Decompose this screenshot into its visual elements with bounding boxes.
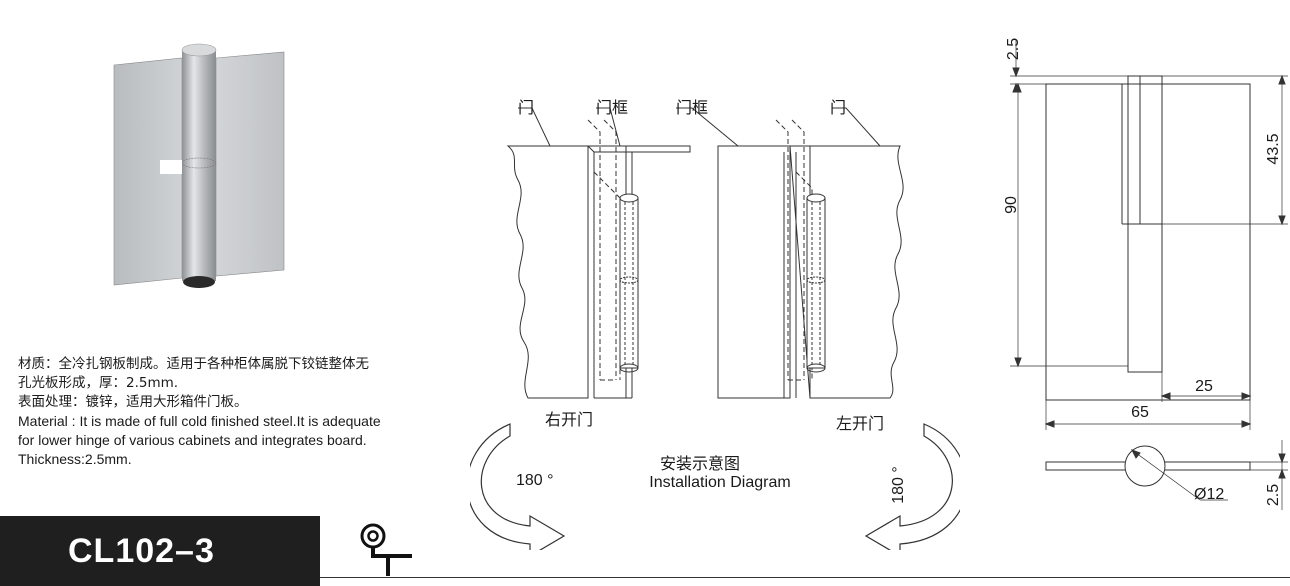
product-description: 材质：全冷扎钢板制成。适用于各种柜体属脱下铰链整体无 孔光板形成，厚：2.5mm… [18, 355, 448, 469]
dim-total-width: 65 [1131, 404, 1149, 421]
rotation-arrow-left [470, 423, 566, 550]
dim-upper-leaf: 43.5 [1265, 133, 1282, 165]
hinge-product-illustration [113, 43, 285, 288]
desc-cn-line3: 表面处理：镀锌，适用大形箱件门板。 [18, 394, 248, 410]
left-open-caption: 左开门 [836, 414, 885, 433]
installation-title-en: Installation Diagram [649, 474, 791, 491]
rotation-arrow-right [864, 423, 960, 550]
right-open-caption: 右开门 [545, 410, 594, 429]
dim-top-offset: 2.5 [1005, 37, 1022, 61]
dim-leaf-width: 25 [1195, 378, 1213, 395]
left-rotation-angle: 180 ° [516, 472, 554, 489]
desc-en-line3: Thickness:2.5mm. [18, 451, 132, 467]
left-door-label: 门 [518, 98, 535, 117]
dim-thickness: 2.5 [1265, 483, 1282, 507]
right-door-label: 门 [830, 98, 847, 117]
left-frame-label: 门框 [596, 98, 629, 117]
desc-cn-line1: 材质：全冷扎钢板制成。适用于各种柜体属脱下铰链整体无 [18, 356, 369, 372]
model-number: CL102–3 [68, 531, 215, 570]
dimension-drawing [1010, 40, 1288, 510]
installation-diagram [470, 107, 960, 550]
desc-en-line2: for lower hinge of various cabinets and … [18, 432, 367, 448]
desc-cn-line2: 孔光板形成，厚：2.5mm. [18, 375, 179, 391]
dim-height: 90 [1003, 196, 1020, 214]
hinge-symbol-icon [360, 523, 412, 576]
left-open-assembly [676, 107, 904, 399]
right-open-assembly [506, 107, 691, 399]
right-rotation-angle: 180 ° [890, 466, 907, 504]
model-number-block: CL102–3 [0, 516, 320, 586]
bottom-divider [320, 577, 1290, 578]
installation-title-cn: 安装示意图 [659, 454, 740, 473]
desc-en-line1: Material : It is made of full cold finis… [18, 413, 381, 429]
dim-pin-diameter: Ø12 [1194, 486, 1225, 503]
right-frame-label: 门框 [676, 98, 709, 117]
